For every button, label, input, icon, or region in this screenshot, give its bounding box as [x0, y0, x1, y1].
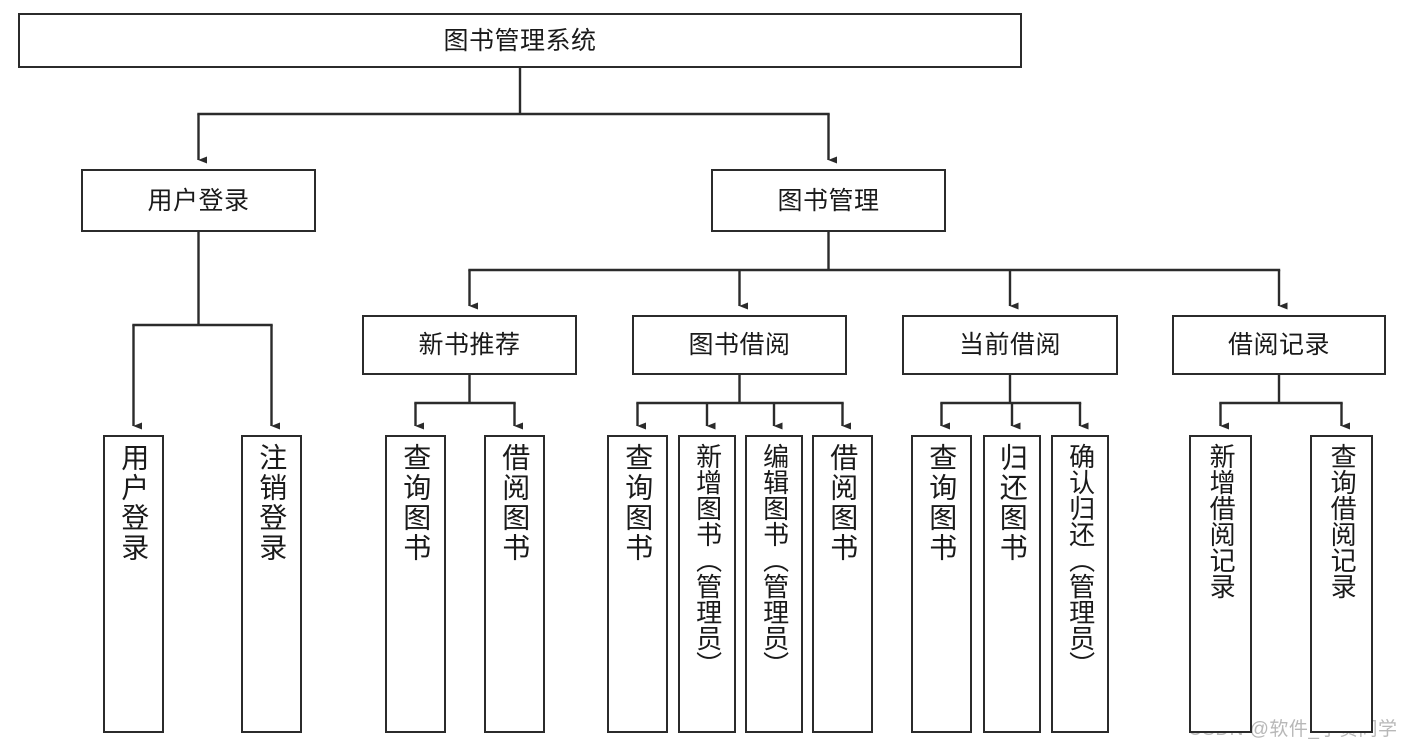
node-label: 借阅图书 [827, 443, 859, 563]
node-l4-b2: 借阅图书 [484, 435, 545, 733]
edge-bus-l2-user-login [132, 230, 273, 327]
node-l4-d2: 归还图书 [983, 435, 1041, 733]
edge-bus-l2-book-mgmt [468, 230, 1281, 272]
edge-bus-l3-current-borrow [940, 373, 1082, 405]
node-label: 查询图书 [926, 443, 958, 563]
node-l2-book-mgmt: 图书管理 [711, 169, 946, 232]
node-label: 图书管理 [777, 186, 880, 215]
node-l4-d1: 查询图书 [911, 435, 972, 733]
node-label: 用户登录 [147, 186, 250, 215]
node-l4-c1: 查询图书 [607, 435, 668, 733]
node-label: 新增借阅记录 [1206, 443, 1237, 599]
node-l4-d3: 确认归还（管理员） [1051, 435, 1109, 733]
node-label: 编辑图书（管理员） [759, 443, 790, 677]
node-l3-new-book-rec: 新书推荐 [362, 315, 577, 375]
node-label: 新书推荐 [418, 331, 521, 359]
edge-bus-root [197, 66, 830, 116]
node-l4-a1: 用户登录 [103, 435, 164, 733]
node-l4-c2: 新增图书（管理员） [678, 435, 736, 733]
node-label: 图书借阅 [688, 331, 791, 359]
node-label: 归还图书 [996, 443, 1028, 563]
node-l2-user-login: 用户登录 [81, 169, 316, 232]
node-l4-e1: 新增借阅记录 [1189, 435, 1252, 733]
edge-bus-l3-new-book-rec [414, 373, 516, 405]
node-l3-borrow-record: 借阅记录 [1172, 315, 1386, 375]
node-label: 查询借阅记录 [1327, 443, 1358, 599]
node-label: 当前借阅 [958, 331, 1061, 359]
node-label: 查询图书 [400, 443, 432, 563]
node-label: 查询图书 [622, 443, 654, 563]
node-label: 借阅图书 [499, 443, 531, 563]
node-label: 确认归还（管理员） [1065, 443, 1096, 677]
node-label: 注销登录 [256, 443, 288, 563]
node-l4-c4: 借阅图书 [812, 435, 873, 733]
node-l4-e2: 查询借阅记录 [1310, 435, 1373, 733]
node-label: 新增图书（管理员） [692, 443, 723, 677]
node-l4-c3: 编辑图书（管理员） [745, 435, 803, 733]
node-l3-book-borrow: 图书借阅 [632, 315, 847, 375]
node-l3-current-borrow: 当前借阅 [902, 315, 1118, 375]
edge-bus-l3-borrow-record [1219, 373, 1343, 405]
node-label: 图书管理系统 [443, 26, 597, 55]
node-label: 借阅记录 [1227, 331, 1330, 359]
node-label: 用户登录 [118, 443, 150, 563]
node-root: 图书管理系统 [18, 13, 1022, 68]
node-l4-a2: 注销登录 [241, 435, 302, 733]
node-l4-b1: 查询图书 [385, 435, 446, 733]
edge-bus-l3-book-borrow [636, 373, 844, 405]
